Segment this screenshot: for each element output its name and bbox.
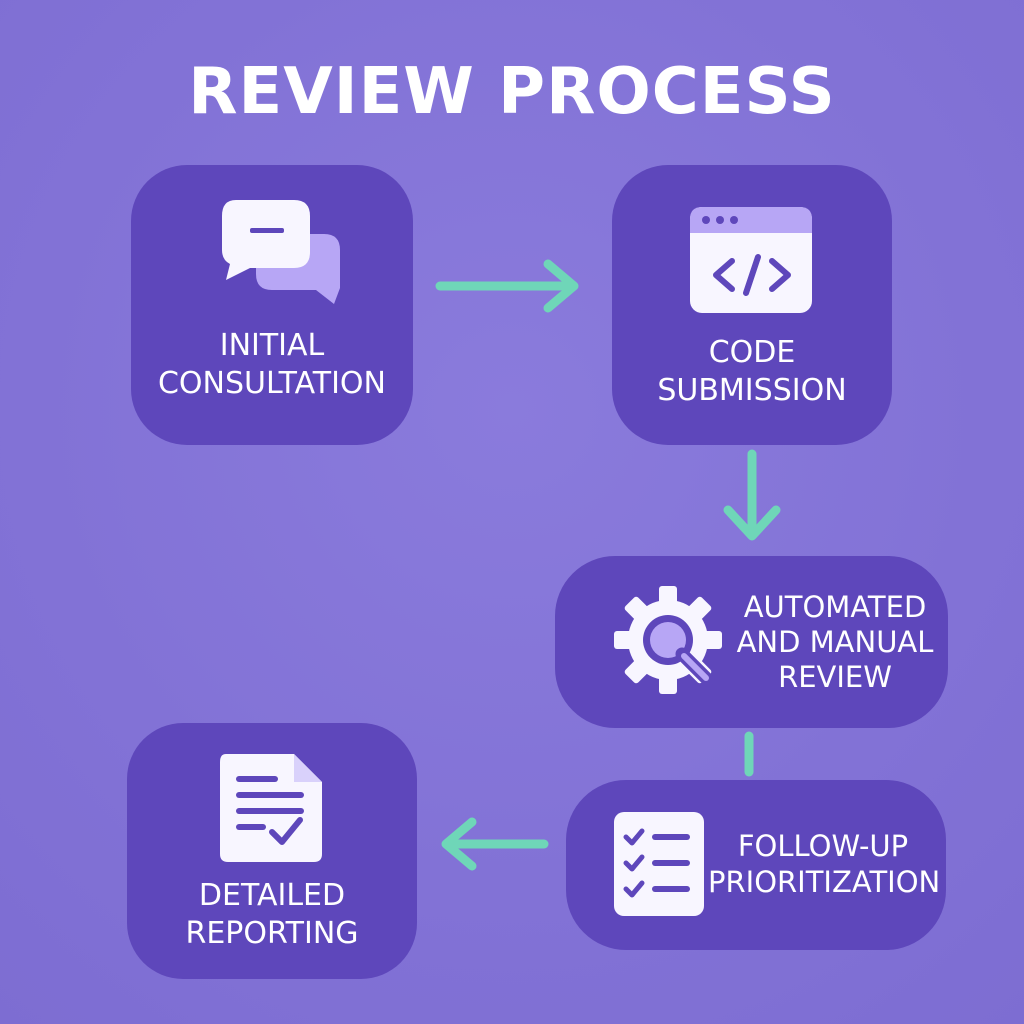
step-label-line: CONSULTATION bbox=[157, 366, 386, 401]
step-label-line: REPORTING bbox=[185, 916, 359, 951]
code-window-icon bbox=[690, 207, 812, 313]
step-label-line: SUBMISSION bbox=[657, 373, 847, 408]
connector-arrow-right bbox=[435, 259, 579, 313]
step-label-line: DETAILED bbox=[198, 878, 346, 913]
step-label-line: FOLLOW-UP bbox=[737, 829, 909, 863]
step-label-follow-up-prioritization: FOLLOW-UP PRIORITIZATION bbox=[708, 828, 941, 900]
step-label-line: AND MANUAL bbox=[736, 625, 934, 659]
gear-magnifier-icon bbox=[614, 586, 722, 694]
connector-line-down bbox=[744, 731, 754, 777]
page-title: REVIEW PROCESS bbox=[188, 55, 836, 129]
step-label-line: PRIORITIZATION bbox=[708, 865, 941, 899]
step-label-line: INITIAL bbox=[219, 328, 325, 363]
step-label-automated-manual-review: AUTOMATED AND MANUAL REVIEW bbox=[730, 590, 940, 695]
step-label-line: REVIEW bbox=[778, 660, 892, 694]
connector-arrow-left bbox=[441, 817, 549, 871]
step-label-initial-consultation: INITIAL CONSULTATION bbox=[131, 327, 413, 403]
step-label-line: CODE bbox=[708, 335, 796, 370]
document-check-icon bbox=[220, 754, 322, 862]
connector-arrow-down bbox=[723, 449, 781, 541]
step-label-line: AUTOMATED bbox=[743, 590, 927, 624]
step-label-detailed-reporting: DETAILED REPORTING bbox=[127, 877, 417, 953]
chat-bubbles-icon bbox=[222, 200, 340, 304]
step-label-code-submission: CODE SUBMISSION bbox=[612, 334, 892, 410]
checklist-icon bbox=[614, 812, 704, 916]
